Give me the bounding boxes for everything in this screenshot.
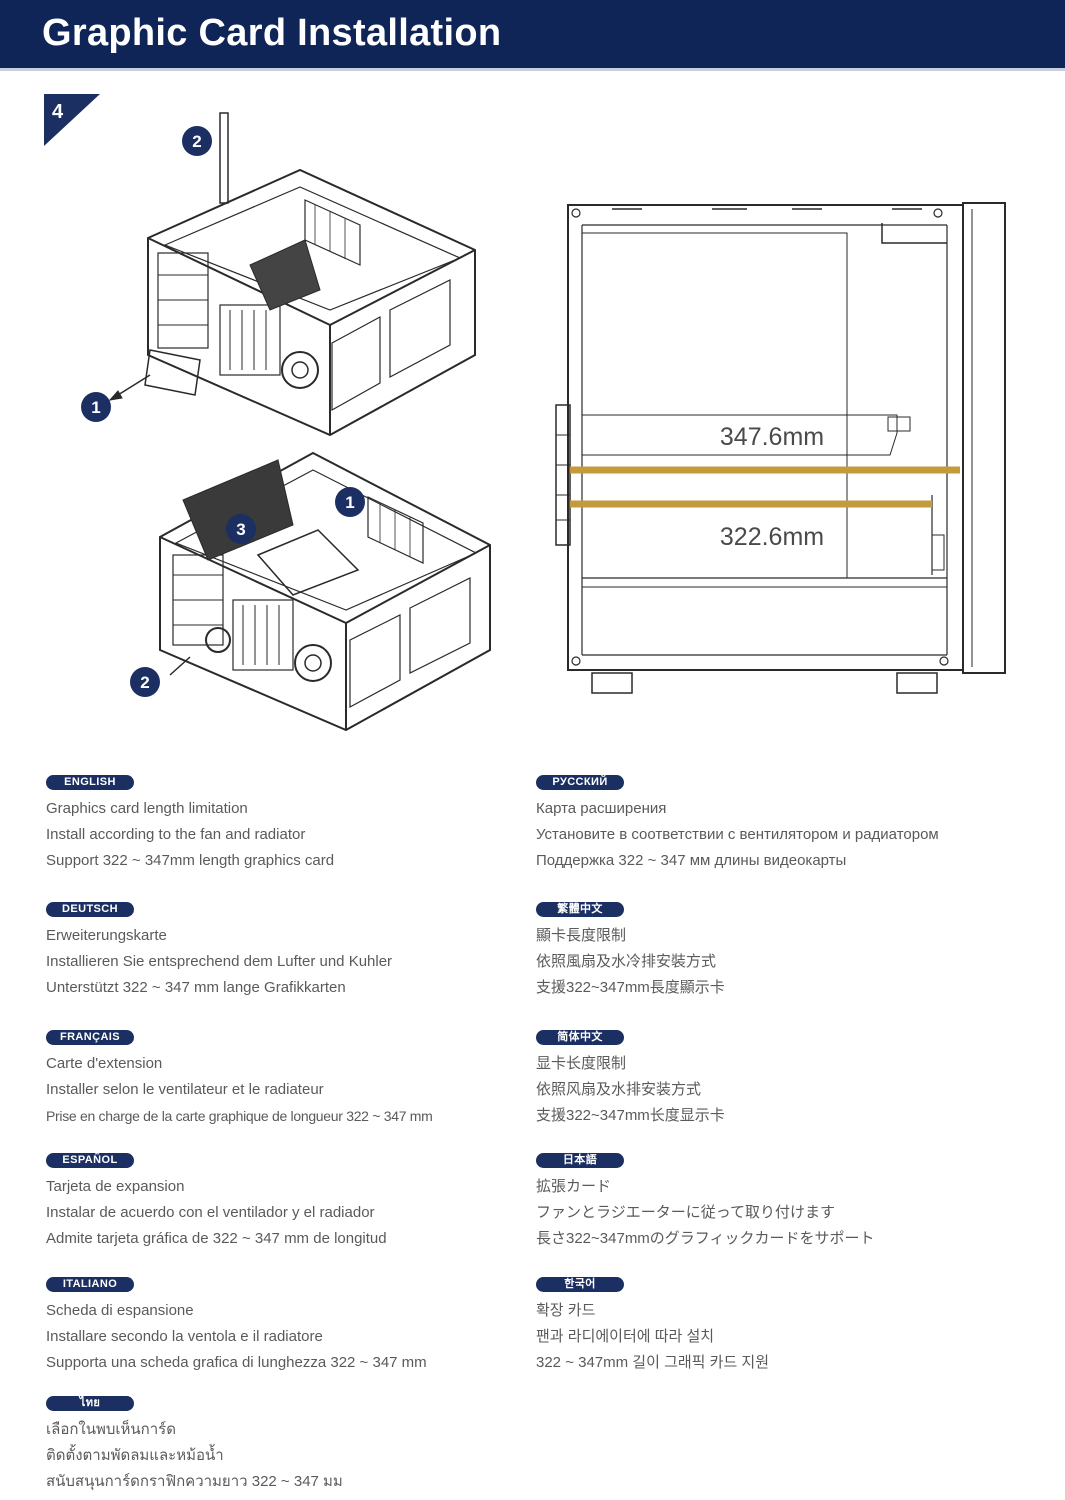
lang-badge: 日本語 [536,1153,624,1168]
lang-line: Unterstützt 322 ~ 347 mm lange Grafikkar… [46,979,346,996]
lang-line: Installer selon le ventilateur et le rad… [46,1081,324,1098]
callout-top-2: 2 [192,132,201,151]
lang-line: Установите в соответствии с вентилятором… [536,826,939,843]
step-marker: 4 [44,94,100,146]
long-length-label: 347.6mm [720,423,824,451]
callout-bottom-1: 1 [345,493,354,512]
lang-line: 支援322~347mm长度显示卡 [536,1107,725,1124]
lang-block-english: ENGLISH Graphics card length limitation … [46,770,536,874]
page-title: Graphic Card Installation [42,12,502,54]
header-bar: Graphic Card Installation [0,0,1065,71]
lang-block-deutsch: DEUTSCH Erweiterungskarte Installieren S… [46,897,536,1001]
lang-line: ファンとラジエーターに従って取り付けます [536,1204,835,1221]
lang-line: สนับสนุนการ์ดกราฟิกความยาว 322 ~ 347 มม [46,1473,343,1490]
callout-bottom-3: 3 [236,520,245,539]
lang-line: Installieren Sie entsprechend dem Lufter… [46,953,393,970]
lang-line: Carte d'extension [46,1055,163,1072]
lang-line: Tarjeta de expansion [46,1178,185,1195]
lang-line: Support 322 ~ 347mm length graphics card [46,852,335,869]
lang-line: 支援322~347mm長度顯示卡 [536,979,725,996]
lang-badge: FRANÇAIS [46,1030,134,1045]
lang-badge: 繁體中文 [536,902,624,917]
step-number: 4 [52,101,64,123]
lang-block-simplified-chinese: 简体中文 显卡长度限制 依照风扇及水排安装方式 支援322~347mm长度显示卡 [536,1025,1026,1129]
lang-line: 顯卡長度限制 [536,927,627,944]
lang-block-francais: FRANÇAIS Carte d'extension Installer sel… [46,1025,536,1129]
lang-badge: ESPAÑOL [46,1153,134,1168]
lang-line: เลือกในพบเห็นการ์ด [46,1421,176,1438]
lang-badge: 简体中文 [536,1030,624,1045]
lang-line: Scheda di espansione [46,1302,194,1319]
lang-line: 322 ~ 347mm 길이 그래픽 카드 지원 [536,1354,770,1371]
header-rule [0,68,1065,71]
lang-line: 依照风扇及水排安装方式 [536,1081,702,1098]
case-bottom-illustration: 1 3 2 [130,451,491,732]
lang-line: Admite tarjeta gráfica de 322 ~ 347 mm d… [46,1230,387,1247]
lang-line: Installare secondo la ventola e il radia… [46,1328,323,1345]
lang-block-traditional-chinese: 繁體中文 顯卡長度限制 依照風扇及水冷排安裝方式 支援322~347mm長度顯示… [536,897,1026,1001]
lang-block-thai: ไทย เลือกในพบเห็นการ์ด ติดตั้งตามพัดลมแล… [46,1391,536,1495]
lang-block-russian: РУССКИЙ Карта расширения Установите в со… [536,770,1026,874]
case-top-illustration: 2 1 [81,112,476,437]
lang-badge: РУССКИЙ [536,775,624,790]
callout-top-1: 1 [91,398,100,417]
lang-line: 長さ322~347mmのグラフィックカードをサポート [536,1230,875,1247]
lang-line: Install according to the fan and radiato… [46,826,306,843]
callout-bottom-2: 2 [140,673,149,692]
lang-block-korean: 한국어 확장 카드 팬과 라디에이터에 따라 설치 322 ~ 347mm 길이… [536,1272,1026,1376]
lang-line: 依照風扇及水冷排安裝方式 [536,953,717,970]
lang-block-japanese: 日本語 拡張カード ファンとラジエーターに従って取り付けます 長さ322~347… [536,1148,1026,1252]
lang-line: Instalar de acuerdo con el ventilador y … [46,1204,375,1221]
lang-line: 팬과 라디에이터에 따라 설치 [536,1328,715,1345]
lang-line: Поддержка 322 ~ 347 мм длины видеокарты [536,852,847,869]
lang-line: Graphics card length limitation [46,800,248,817]
lang-line: ติดตั้งตามพัดลมและหม้อน้ำ [46,1447,224,1464]
lang-badge: DEUTSCH [46,902,134,917]
lang-line: 拡張カード [536,1178,612,1195]
lang-badge: ไทย [46,1396,134,1411]
lang-badge: 한국어 [536,1277,624,1292]
lang-line: Prise en charge de la carte graphique de… [46,1108,433,1124]
lang-block-espanol: ESPAÑOL Tarjeta de expansion Instalar de… [46,1148,536,1252]
lang-line: Карта расширения [536,800,667,817]
side-view-clearance-diagram: 347.6mm 322.6mm [555,202,1006,694]
lang-block-italiano: ITALIANO Scheda di espansione Installare… [46,1272,536,1376]
lang-badge: ENGLISH [46,775,134,790]
lang-line: 显卡长度限制 [536,1055,627,1072]
lang-line: Erweiterungskarte [46,927,167,944]
lang-line: 확장 카드 [536,1302,596,1319]
short-length-label: 322.6mm [720,523,824,551]
lang-line: Supporta una scheda grafica di lunghezza… [46,1354,427,1371]
lang-badge: ITALIANO [46,1277,134,1292]
